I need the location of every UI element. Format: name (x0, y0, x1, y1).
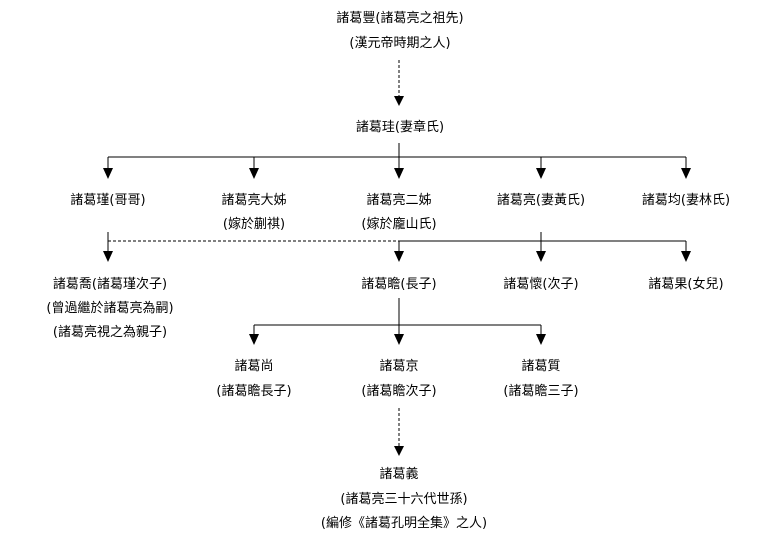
node-huai-name: 諸葛懷(次子) (503, 276, 578, 292)
arrow-icon (394, 334, 404, 345)
node-yi-note2: (編修《諸葛孔明全集》之人) (321, 515, 487, 531)
node-zhi-name: 諸葛質 (521, 358, 560, 374)
arrow-icon (103, 251, 113, 262)
node-shang-name: 諸葛尚 (234, 358, 273, 374)
node-liang-name: 諸葛亮(妻黃氏) (497, 192, 585, 208)
children-arrows (103, 157, 691, 179)
arrow-icon (681, 251, 691, 262)
node-ancestor-note: (漢元帝時期之人) (349, 35, 450, 51)
node-yi-name: 諸葛義 (379, 466, 418, 482)
arrow-icon (394, 446, 404, 456)
node-shang-note: (諸葛瞻長子) (216, 383, 291, 399)
arrow-icon (536, 334, 546, 345)
node-qiao-name: 諸葛喬(諸葛瑾次子) (53, 276, 167, 292)
node-qiao-note1: (曾過繼於諸葛亮為嗣) (46, 300, 173, 316)
node-jin-name: 諸葛瑾(哥哥) (70, 192, 145, 208)
node-zhan-name: 諸葛瞻(長子) (361, 276, 436, 292)
node-second-sister-name: 諸葛亮二姊 (366, 192, 431, 208)
node-qiao-note2: (諸葛亮視之為親子) (53, 324, 167, 340)
node-guo-name: 諸葛果(女兒) (648, 276, 723, 292)
arrow-icon (394, 251, 404, 262)
arrow-icon (249, 334, 259, 345)
arrow-icon (536, 251, 546, 262)
node-father-name: 諸葛珪(妻章氏) (356, 119, 444, 135)
node-elder-sister-note: (嫁於蒯祺) (223, 216, 285, 232)
arrow-icon (394, 96, 404, 106)
node-yi-note1: (諸葛亮三十六代世孫) (340, 491, 467, 507)
node-jun-name: 諸葛均(妻林氏) (642, 192, 730, 208)
node-second-sister-note: (嫁於龐山氏) (361, 216, 436, 232)
node-elder-sister-name: 諸葛亮大姊 (221, 192, 286, 208)
node-ancestor-name: 諸葛豐(諸葛亮之祖先) (336, 10, 463, 26)
node-jing-note: (諸葛瞻次子) (361, 383, 436, 399)
node-jing-name: 諸葛京 (379, 358, 418, 374)
node-zhi-note: (諸葛瞻三子) (503, 383, 578, 399)
